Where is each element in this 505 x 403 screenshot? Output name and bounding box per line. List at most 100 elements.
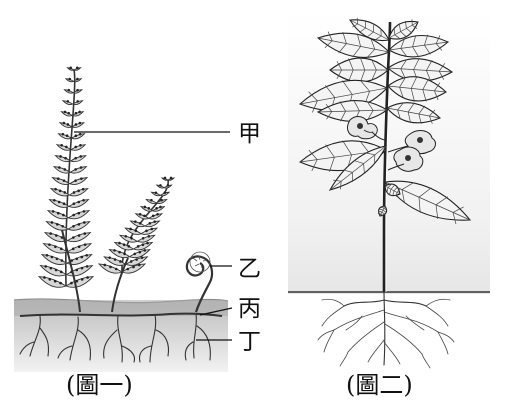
frond-tall-sorus bbox=[75, 134, 78, 137]
frond-short-sorus bbox=[135, 258, 138, 261]
frond-tall-sorus bbox=[81, 267, 84, 270]
frond-tall-sorus bbox=[78, 223, 81, 226]
frond-short-sorus bbox=[128, 245, 131, 248]
frond-short-sorus bbox=[137, 245, 140, 248]
frond-short-leaflet bbox=[149, 214, 162, 219]
frond-tall-sorus bbox=[59, 190, 62, 193]
frond-short-leaflet bbox=[110, 250, 130, 258]
label-rhizome: 丙 bbox=[238, 296, 261, 322]
frond-tall-sorus bbox=[74, 168, 77, 171]
frond-tall-sorus bbox=[64, 111, 67, 114]
frond-tall-sorus bbox=[49, 278, 52, 281]
frond-short-sorus bbox=[153, 220, 156, 223]
frond-tall-leaflet bbox=[70, 178, 87, 185]
frond-tall-leaflet bbox=[71, 134, 84, 139]
frond-short-sorus bbox=[132, 266, 135, 269]
label-roots: 丁 bbox=[238, 329, 261, 355]
frond-tall-sorus bbox=[79, 144, 82, 147]
frond-short-sorus bbox=[114, 258, 117, 261]
frond-tall-sorus bbox=[61, 259, 64, 262]
frond-tall-sorus bbox=[69, 67, 72, 70]
frond-tall-sorus bbox=[75, 123, 78, 126]
frond-tall-sorus bbox=[63, 168, 66, 171]
frond-tall-sorus bbox=[74, 146, 77, 149]
frond-short-sorus bbox=[113, 249, 116, 252]
frond-tall-leaflet bbox=[55, 156, 70, 162]
frond-tall-sorus bbox=[73, 191, 76, 194]
frond-tall-sorus bbox=[54, 245, 57, 248]
frond-tall-sorus bbox=[63, 191, 66, 194]
frond-short-sorus bbox=[156, 213, 159, 216]
frond-short-sorus bbox=[143, 249, 146, 252]
frond-tall-sorus bbox=[79, 133, 82, 136]
frond-short-sorus bbox=[130, 260, 133, 263]
frond-tall-sorus bbox=[54, 280, 57, 283]
frond-short-sorus bbox=[133, 253, 136, 256]
frond-tall-leaflet bbox=[71, 156, 86, 162]
frond-short-leaflet bbox=[125, 228, 141, 234]
frond-tall-sorus bbox=[86, 276, 89, 279]
frond-tall-sorus bbox=[67, 89, 70, 92]
frond-tall-leaflet bbox=[60, 123, 72, 128]
frond-short-sorus bbox=[142, 237, 145, 240]
frond-tall-sorus bbox=[48, 243, 51, 246]
frond-tall-sorus bbox=[61, 225, 64, 228]
frond-tall-sorus bbox=[77, 201, 80, 204]
frond-tall-sorus bbox=[51, 221, 54, 224]
frond-tall-sorus bbox=[72, 214, 75, 217]
frond-short-leaflet bbox=[120, 235, 137, 242]
frond-tall-sorus bbox=[56, 257, 59, 260]
frond-tall-sorus bbox=[63, 202, 66, 205]
frond-tall-sorus bbox=[79, 155, 82, 158]
frond-short-sorus bbox=[124, 235, 127, 238]
frond-short-sorus bbox=[109, 266, 112, 269]
frond-short-sorus bbox=[155, 191, 158, 194]
frond-tall-leaflet bbox=[66, 277, 93, 288]
frond-short-sorus bbox=[160, 199, 163, 202]
frond-tall-leaflet bbox=[69, 211, 90, 219]
frond-tall-sorus bbox=[49, 232, 52, 235]
frond-tall-sorus bbox=[55, 234, 58, 237]
frond-tall-sorus bbox=[58, 166, 61, 169]
frond-tall-leaflet bbox=[72, 112, 83, 116]
frond-tall-sorus bbox=[44, 265, 47, 268]
frond-tall-sorus bbox=[74, 179, 77, 182]
frond-short-sorus bbox=[142, 243, 145, 246]
frond-short-sorus bbox=[159, 206, 162, 209]
figure2-caption: (圖二) bbox=[346, 371, 413, 399]
frond-short-leaflet bbox=[131, 221, 146, 227]
frond-tall-sorus bbox=[82, 188, 85, 191]
frond-tall-sorus bbox=[81, 278, 84, 281]
frond-short-sorus bbox=[135, 230, 138, 233]
frond-short-sorus bbox=[108, 256, 111, 259]
frond-short-leaflet bbox=[145, 221, 160, 227]
frond-short-sorus bbox=[143, 215, 146, 218]
frond-short-sorus bbox=[115, 268, 118, 271]
label-frond: 甲 bbox=[238, 121, 261, 147]
frond-tall-leaflet bbox=[67, 244, 91, 254]
frond-short-sorus bbox=[148, 235, 151, 238]
frond-tall-sorus bbox=[83, 232, 86, 235]
frond-short-sorus bbox=[123, 243, 126, 246]
frond-tall-sorus bbox=[76, 89, 79, 92]
frond-short-sorus bbox=[145, 230, 148, 233]
frond-short-sorus bbox=[118, 251, 121, 254]
frond-short-sorus bbox=[126, 268, 129, 271]
frond-tall-leaflet bbox=[43, 244, 67, 254]
frond-tall-leaflet bbox=[52, 178, 69, 185]
frond-short-sorus bbox=[147, 207, 150, 210]
frond-tall-sorus bbox=[76, 67, 79, 70]
frond-short-sorus bbox=[170, 177, 173, 180]
frond-tall-leaflet bbox=[71, 145, 85, 151]
frond-tall-sorus bbox=[63, 179, 66, 182]
frond-tall-sorus bbox=[79, 122, 82, 125]
frond-tall-sorus bbox=[83, 221, 86, 224]
frond-short-sorus bbox=[103, 264, 106, 267]
frond-short-leaflet bbox=[137, 235, 154, 242]
fern-frond-tall bbox=[39, 67, 93, 288]
frond-tall-sorus bbox=[84, 243, 87, 246]
frond-tall-sorus bbox=[77, 190, 80, 193]
label-fiddlehead: 乙 bbox=[238, 256, 261, 282]
frond-tall-leaflet bbox=[48, 211, 69, 219]
